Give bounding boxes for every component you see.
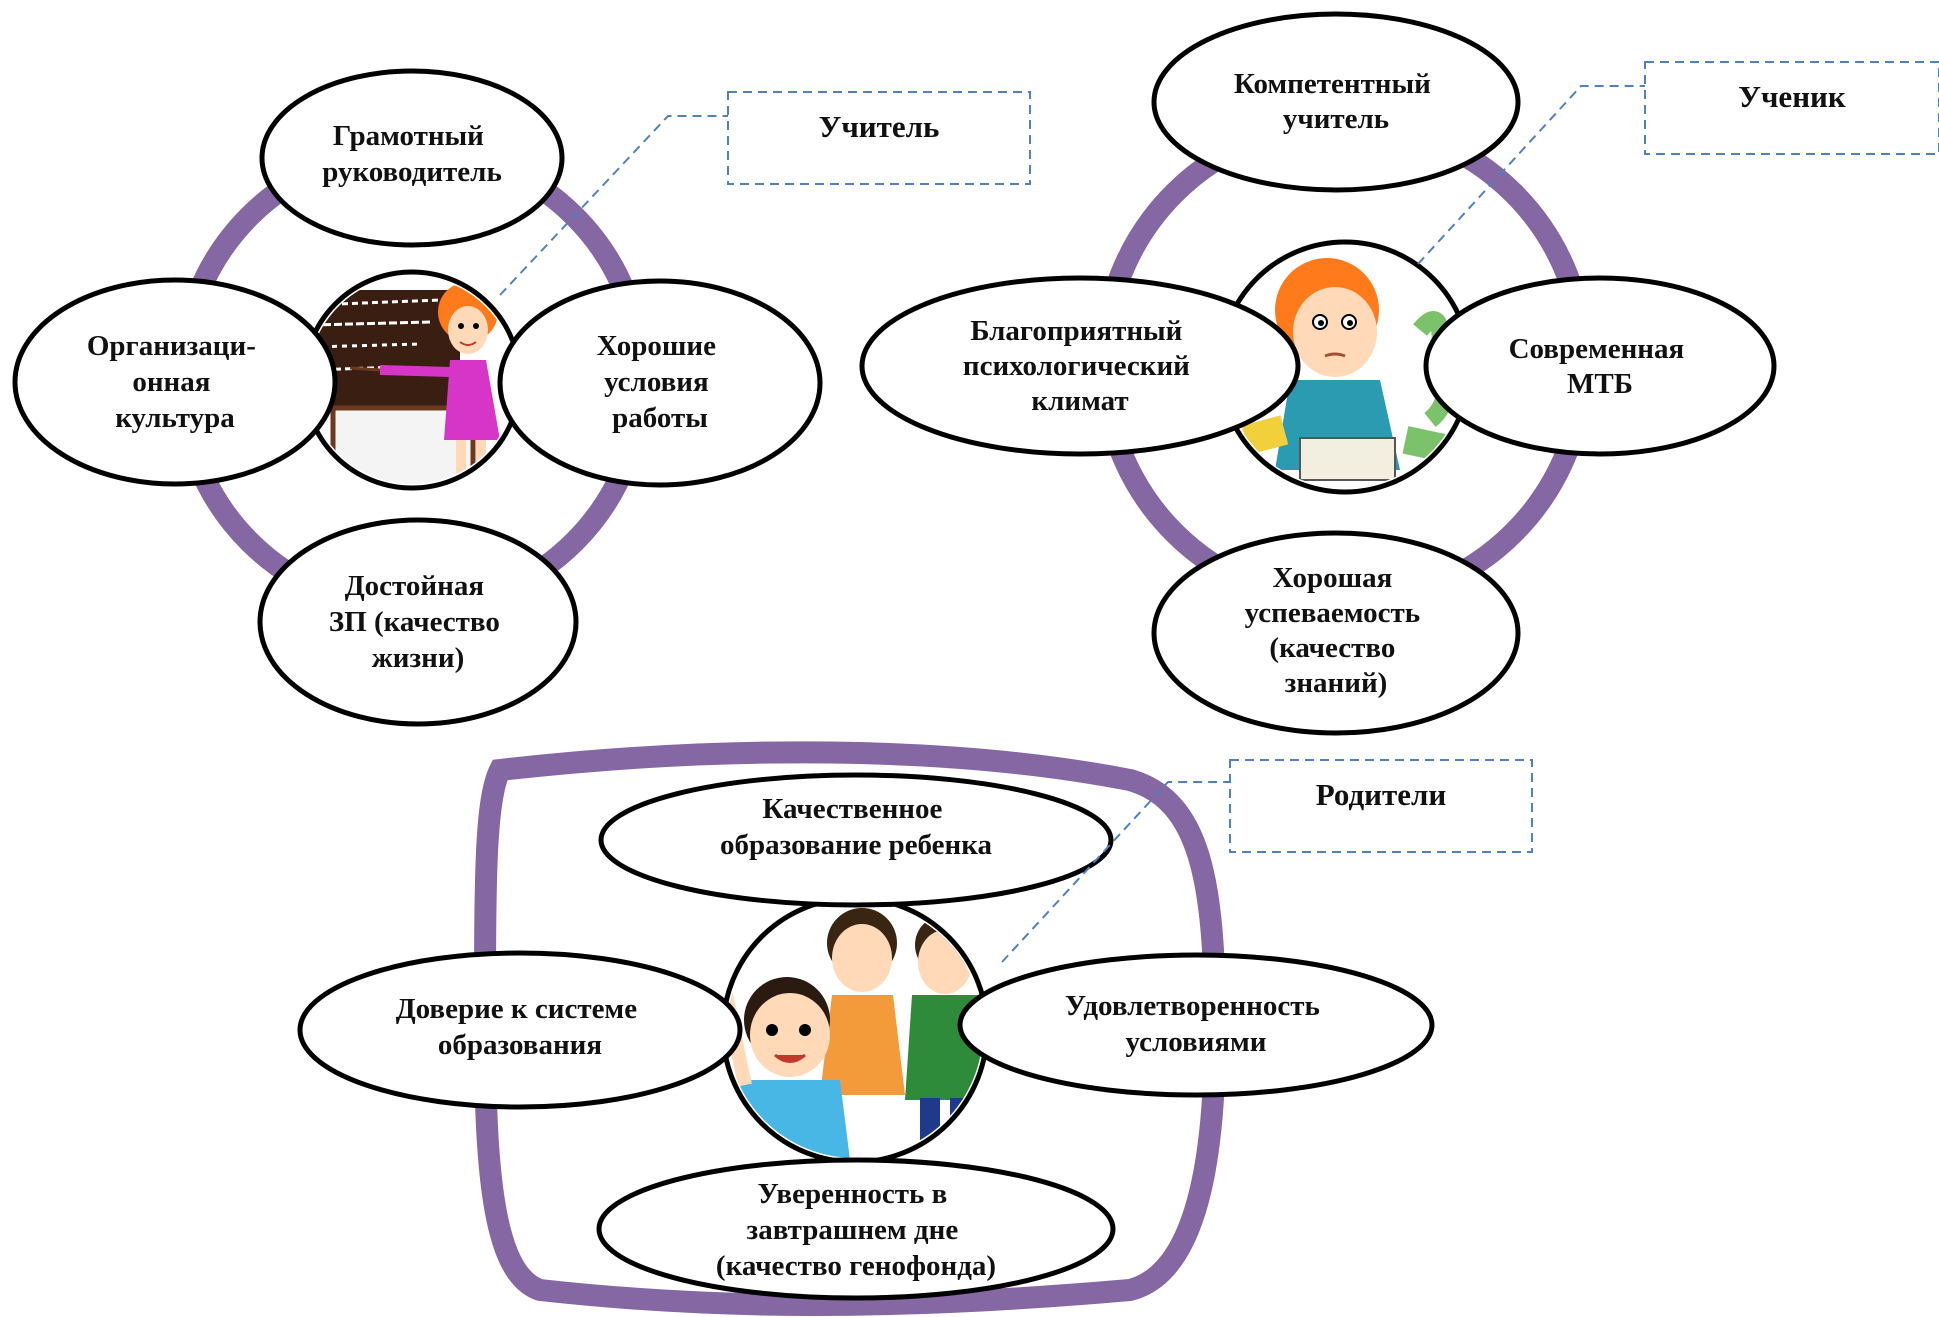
student-right-line-2: МТБ [1567, 368, 1633, 400]
student-node-right-label: Современная МТБ [1509, 333, 1692, 400]
teacher-callout-leader [499, 115, 728, 296]
student-bottom-line-2: успеваемость [1245, 597, 1420, 629]
student-node-bottom [1151, 530, 1521, 736]
student-with-books-icon [1217, 239, 1473, 495]
teacher-bottom-line-1: Достойная [345, 570, 484, 602]
student-node-bottom-label: Хорошая успеваемость (качество знаний) [1245, 562, 1428, 699]
teacher-left-line-1: Организаци- [87, 330, 256, 362]
teacher-right-line-2: условия [604, 366, 709, 398]
student-top-line-1: Компетентный [1234, 68, 1431, 100]
student-left-line-3: климат [1031, 385, 1128, 417]
teacher-left-line-2: онная [132, 366, 210, 398]
teacher-node-top-label: Грамотный руководитель [322, 120, 502, 188]
teacher-node-right [497, 278, 823, 488]
student-bottom-line-1: Хорошая [1272, 562, 1392, 594]
parents-cluster: Качественное образование ребенка Доверие… [297, 741, 1533, 1316]
parents-node-bottom [596, 1157, 1116, 1301]
teacher-callout-box [727, 91, 1031, 185]
student-right-line-1: Современная [1509, 333, 1685, 365]
parents-bottom-line-2: завтрашнем дне [747, 1214, 959, 1246]
student-bottom-line-4: знаний) [1285, 667, 1388, 699]
parents-node-right [957, 952, 1435, 1098]
parents-node-top-label: Качественное образование ребенка [720, 793, 993, 861]
teacher-node-top [259, 68, 565, 248]
parents-bottom-line-3: (качество генофонда) [716, 1250, 996, 1282]
student-callout-box [1644, 61, 1939, 155]
parents-callout-box [1229, 759, 1533, 853]
teacher-left-line-3: культура [115, 402, 235, 434]
teacher-node-bottom-label: Достойная ЗП (качество жизни) [329, 570, 507, 674]
parents-node-right-label: Удовлетворенность условиями [1065, 990, 1327, 1058]
student-top-line-2: учитель [1283, 103, 1389, 135]
student-callout-label: Ученик [1738, 79, 1846, 114]
student-node-left [859, 275, 1301, 457]
parents-top-line-1: Качественное [762, 793, 942, 825]
teacher-cluster: Грамотный руководитель Организаци- онная… [12, 68, 1031, 727]
student-left-line-1: Благоприятный [970, 315, 1182, 347]
parents-node-bottom-label: Уверенность в завтрашнем дне (качество г… [716, 1178, 996, 1282]
teacher-node-left [12, 277, 338, 487]
teacher-right-line-3: работы [612, 402, 708, 434]
parents-callout-label: Родители [1316, 777, 1447, 812]
teacher-right-line-1: Хорошие [597, 330, 716, 362]
parents-right-line-1: Удовлетворенность [1065, 990, 1320, 1022]
teacher-callout-label: Учитель [819, 109, 940, 144]
parents-bottom-line-1: Уверенность в [758, 1178, 948, 1210]
parents-left-line-1: Доверие к системе [396, 993, 638, 1025]
parents-node-top [598, 772, 1114, 908]
parents-node-left-label: Доверие к системе образования [396, 993, 645, 1061]
student-node-right [1423, 275, 1777, 457]
family-group-icon [720, 895, 990, 1165]
teacher-bottom-line-3: жизни) [372, 642, 464, 674]
student-cluster: Компетентный учитель Благоприятный психо… [859, 11, 1939, 736]
parents-left-line-2: образования [438, 1029, 602, 1061]
student-callout-leader [1417, 85, 1645, 265]
teacher-node-left-label: Организаци- онная культура [87, 330, 263, 434]
student-left-line-2: психологический [963, 350, 1190, 382]
parents-callout-leader [1001, 781, 1230, 963]
parents-top-line-2: образование ребенка [720, 829, 993, 861]
teacher-node-bottom [257, 517, 579, 727]
student-node-left-label: Благоприятный психологический климат [963, 315, 1197, 417]
parents-right-line-2: условиями [1125, 1026, 1266, 1058]
teacher-bottom-line-2: ЗП (качество [329, 606, 500, 638]
parents-node-left [297, 950, 743, 1110]
student-node-top-label: Компетентный учитель [1234, 68, 1438, 135]
student-bottom-line-3: (качество [1269, 632, 1395, 664]
teacher-top-line-1: Грамотный [333, 120, 484, 152]
teacher-top-line-2: руководитель [322, 156, 502, 188]
teacher-node-right-label: Хорошие условия работы [597, 330, 724, 434]
student-node-top [1151, 11, 1521, 193]
